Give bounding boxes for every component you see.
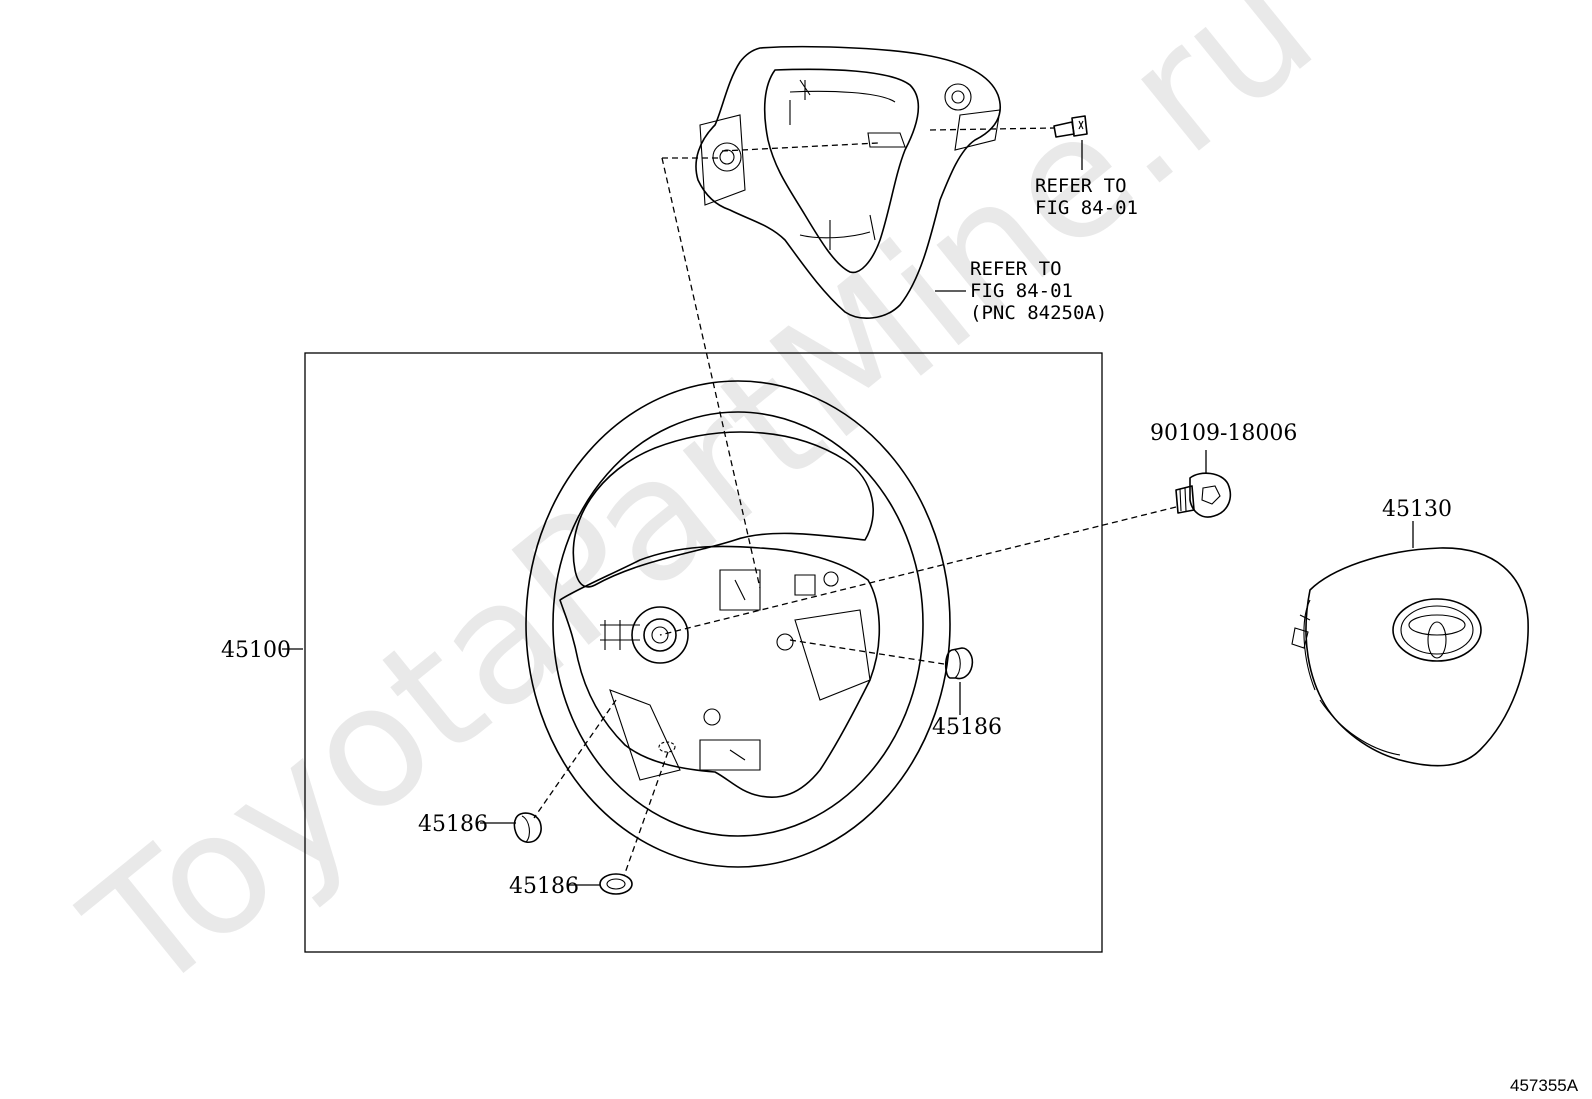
leader-lines	[282, 140, 1414, 886]
part-number-plug-left[interactable]: 45186	[418, 812, 488, 837]
plug-left-part[interactable]	[513, 812, 542, 844]
figure-code: 457355A	[1510, 1076, 1579, 1095]
switch-bezel-part[interactable]	[695, 45, 1001, 319]
plug-right-part[interactable]	[944, 647, 974, 680]
refer-cover-line1: REFER TO	[970, 258, 1062, 280]
assembly-frame	[304, 352, 1103, 953]
refer-bolt-line1: REFER TO	[1035, 175, 1127, 197]
part-number-plug-bottom[interactable]: 45186	[509, 874, 579, 899]
refer-cover-line2: FIG 84-01	[970, 280, 1073, 302]
plug-bottom-part[interactable]	[599, 873, 633, 895]
airbag-pad-part[interactable]	[1291, 547, 1529, 767]
part-number-bolt[interactable]: 90109-18006	[1150, 421, 1297, 446]
watermark: ToyotaPartMine.ru	[51, 0, 1349, 1032]
steering-wheel-part[interactable]	[525, 380, 951, 868]
part-number-wheel[interactable]: 45100	[221, 638, 291, 663]
part-number-plug-right[interactable]: 45186	[932, 715, 1002, 740]
assembly-lines	[533, 127, 1177, 877]
refer-cover-line3: (PNC 84250A)	[970, 302, 1107, 324]
bezel-screw-part[interactable]	[1053, 115, 1088, 138]
part-number-airbag[interactable]: 45130	[1382, 497, 1452, 522]
refer-bolt-line2: FIG 84-01	[1035, 197, 1138, 219]
bolt-part[interactable]	[1175, 472, 1232, 518]
